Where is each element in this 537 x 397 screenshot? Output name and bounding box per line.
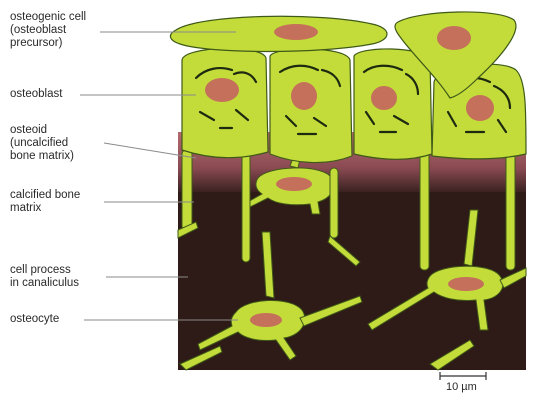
scale-bar-label: 10 µm <box>446 381 477 393</box>
label-osteoblast: osteoblast <box>10 88 62 101</box>
label-osteoid-line-2: (uncalcified <box>10 137 74 150</box>
label-osteogenic-cell: osteogenic cell (osteoblast precursor) <box>10 11 86 50</box>
label-cell-process-line-2: in canaliculus <box>10 277 79 290</box>
label-osteogenic-line-1: osteogenic cell <box>10 11 86 24</box>
label-osteogenic-line-3: precursor) <box>10 37 86 50</box>
label-calcified-line-1: calcified bone <box>10 189 80 202</box>
label-cell-process: cell process in canaliculus <box>10 264 79 290</box>
label-osteogenic-line-2: (osteoblast <box>10 24 86 37</box>
label-osteoid-line-1: osteoid <box>10 124 74 137</box>
label-cell-process-line-1: cell process <box>10 264 79 277</box>
label-osteocyte-line-1: osteocyte <box>10 313 59 326</box>
label-osteoblast-line-1: osteoblast <box>10 88 62 101</box>
label-osteocyte: osteocyte <box>10 313 59 326</box>
scale-bar <box>440 372 486 380</box>
label-calcified-bone-matrix: calcified bone matrix <box>10 189 80 215</box>
label-calcified-line-2: matrix <box>10 202 80 215</box>
label-osteoid-line-3: bone matrix) <box>10 150 74 163</box>
label-osteoid: osteoid (uncalcified bone matrix) <box>10 124 74 163</box>
